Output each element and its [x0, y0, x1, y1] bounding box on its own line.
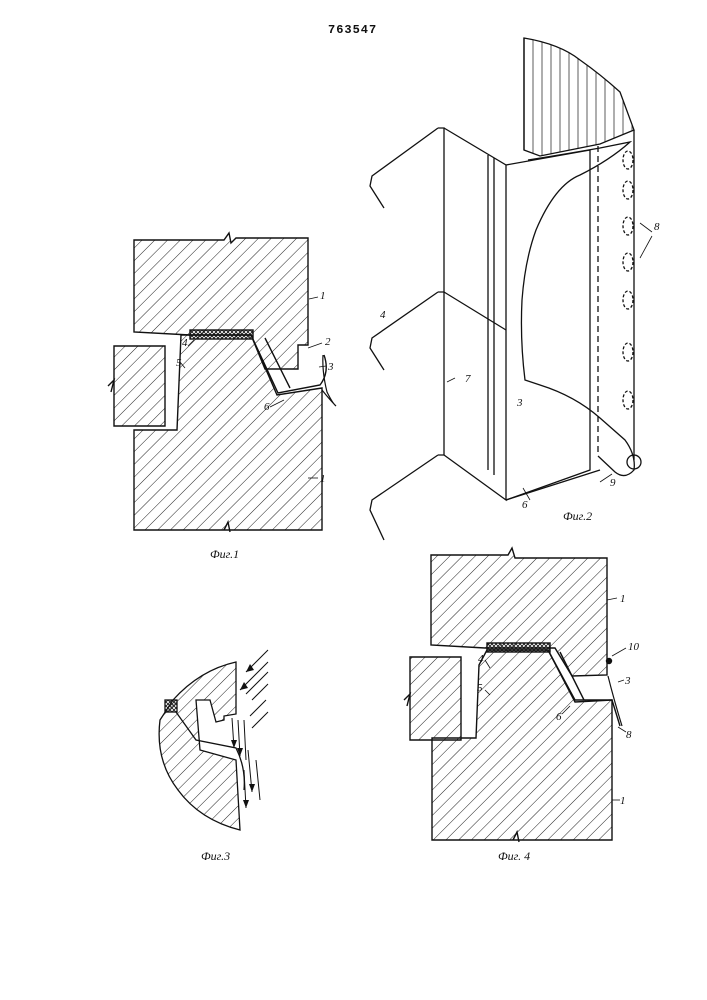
fig2-label-7: 7: [465, 374, 471, 385]
fig2-caption: Фиг.2: [563, 510, 592, 522]
fig4-label-1-bottom: 1: [620, 796, 626, 807]
fig4-caption: Фиг. 4: [498, 850, 530, 862]
fig3-caption: Фиг.3: [201, 850, 230, 862]
fig4-label-3: 3: [625, 676, 631, 687]
patent-number: 763547: [328, 23, 377, 37]
fig1-label-1-top: 1: [320, 291, 326, 302]
fig1-label-6: 6: [264, 402, 270, 413]
fig4-label-1-top: 1: [620, 594, 626, 605]
fig2-label-4: 4: [380, 310, 386, 321]
fig2-label-9: 9: [610, 478, 616, 489]
fig1-label-1-bottom: 1: [320, 474, 326, 485]
fig4-label-5: 5: [477, 683, 483, 694]
fig1-label-3: 3: [328, 362, 334, 373]
fig1-label-5: 5: [176, 358, 182, 369]
fig1-label-4: 4: [182, 338, 188, 349]
fig4-label-8: 8: [626, 730, 632, 741]
figure-1-drawing: [108, 233, 336, 532]
fig2-label-6: 6: [522, 500, 528, 511]
fig1-caption: Фиг.1: [210, 548, 239, 560]
fig4-label-10: 10: [628, 642, 639, 653]
fig2-label-3: 3: [517, 398, 523, 409]
figure-4-drawing: [404, 548, 626, 842]
fig2-label-8: 8: [654, 222, 660, 233]
fig4-label-4: 4: [478, 654, 484, 665]
figure-3-drawing: [159, 650, 268, 830]
fig1-label-2: 2: [325, 337, 331, 348]
fig4-label-6: 6: [556, 712, 562, 723]
figure-2-drawing: [370, 38, 652, 540]
